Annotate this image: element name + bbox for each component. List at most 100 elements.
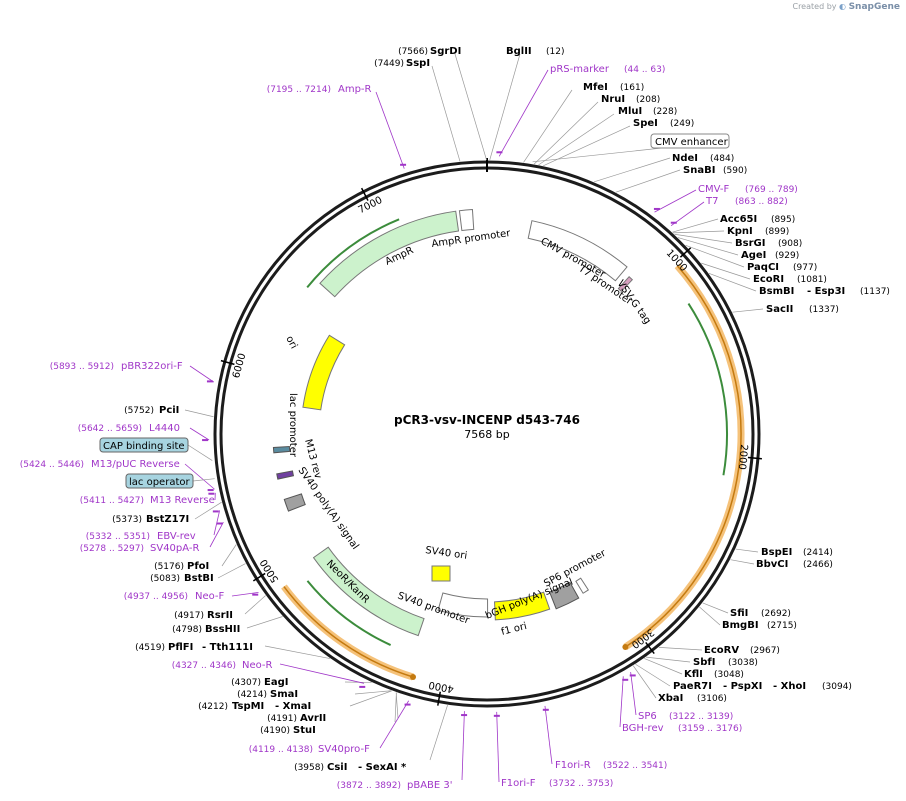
enzyme-bsmbi[interactable]: BsmBI — [759, 286, 794, 297]
enzyme-pflfi[interactable]: PflFI — [168, 642, 193, 653]
box-cap-binding-site[interactable]: CAP binding site — [99, 437, 189, 453]
enzyme-pos-csii: (3958) — [294, 763, 324, 773]
box-cmv-enhancer[interactable]: CMV enhancer — [650, 133, 730, 149]
primer-sp6[interactable]: SP6 — [638, 711, 657, 722]
enzyme-bsrgi[interactable]: BsrGI — [735, 238, 765, 249]
primer-bgh-rev[interactable]: BGH-rev — [622, 723, 664, 734]
feature-cmv-promoter[interactable] — [527, 220, 628, 282]
primer-cmv-f[interactable]: CMV-F — [698, 184, 729, 195]
enzyme-smai[interactable]: SmaI — [270, 689, 298, 700]
enzyme-pos-agei: (929) — [775, 251, 799, 261]
primer-ebv-rev[interactable]: EBV-rev — [157, 531, 196, 542]
enzyme-esp3i[interactable]: - Esp3I — [807, 286, 845, 297]
enzyme-bbvci[interactable]: BbvCI — [756, 559, 788, 570]
enzyme-nrui[interactable]: NruI — [601, 94, 625, 105]
enzyme-pos-bspei: (2414) — [803, 548, 833, 558]
enzyme-rsrii[interactable]: RsrII — [207, 610, 233, 621]
enzyme-pos-mfei: (161) — [620, 83, 644, 93]
enzyme-pcii[interactable]: PciI — [159, 405, 179, 416]
enzyme-pos-kpni: (899) — [765, 227, 789, 237]
enzyme-sfii[interactable]: SfiI — [730, 608, 748, 619]
enzyme-spei[interactable]: SpeI — [633, 118, 658, 129]
feature-vsv-g-tag[interactable] — [617, 275, 634, 293]
primer-leader-line — [461, 711, 465, 781]
enzyme-pfoi[interactable]: PfoI — [187, 561, 209, 572]
feature-sv40-ori[interactable] — [431, 565, 451, 582]
primer-t7[interactable]: T7 — [705, 196, 718, 207]
primer-m13puc-reverse[interactable]: M13/pUC Reverse — [91, 459, 180, 470]
primer-prs-marker[interactable]: pRS-marker — [550, 64, 610, 75]
enzyme-agei[interactable]: AgeI — [741, 250, 766, 261]
feature-ori[interactable] — [302, 334, 346, 411]
orf-line — [306, 218, 400, 289]
feature-lac-promoter[interactable] — [272, 445, 291, 454]
primer-range-pbr322ori-f: (5893 .. 5912) — [50, 362, 114, 372]
enzyme-mlui[interactable]: MluI — [618, 106, 642, 117]
enzyme-xbai[interactable]: XbaI — [658, 693, 683, 704]
enzyme-tspmi[interactable]: TspMI — [232, 701, 264, 712]
feature-sv40-promoter[interactable] — [437, 592, 489, 618]
feature-ampr-promoter[interactable] — [458, 208, 475, 232]
enzyme-bstbi[interactable]: BstBI — [184, 573, 214, 584]
primer-site-mark — [542, 708, 549, 711]
enzyme-csii[interactable]: CsiI — [327, 762, 347, 773]
primer-l4440[interactable]: L4440 — [149, 423, 180, 434]
enzyme-leader-line — [699, 606, 721, 626]
enzyme-acc65i[interactable]: Acc65I — [720, 214, 757, 225]
primer-m13-reverse[interactable]: M13 Reverse — [150, 495, 215, 506]
feature-f1-ori[interactable] — [494, 591, 551, 621]
primer-range-sv40pro-f: (4119 .. 4138) — [249, 745, 313, 755]
enzyme-sspi[interactable]: SspI — [406, 58, 430, 69]
primer-sv40pro-f[interactable]: SV40pro-F — [318, 744, 370, 755]
primer-neo-f[interactable]: Neo-F — [195, 591, 225, 602]
primer-f1ori-f[interactable]: F1ori-F — [501, 778, 536, 789]
feature-sp6-promoter[interactable] — [575, 577, 590, 594]
enzyme-kfli[interactable]: KflI — [684, 669, 703, 680]
primer-f1ori-r[interactable]: F1ori-R — [555, 760, 591, 771]
enzyme-sgrdi[interactable]: SgrDI — [430, 46, 461, 57]
orf-line — [306, 580, 392, 646]
enzyme-bglii[interactable]: BglII — [506, 46, 532, 57]
primer-site-mark — [206, 380, 213, 383]
primer-pbr322ori-f[interactable]: pBR322ori-F — [121, 361, 183, 372]
enzyme-mfei[interactable]: MfeI — [583, 82, 608, 93]
enzyme-sbfi[interactable]: SbfI — [693, 657, 715, 668]
tick-label: 7000 — [357, 195, 385, 216]
primer-sv40pa-r[interactable]: SV40pA-R — [150, 543, 199, 554]
primer-pbabe3[interactable]: pBABE 3' — [407, 780, 453, 791]
enzyme-snabi[interactable]: SnaBI — [683, 165, 715, 176]
feature-sv40-polya[interactable] — [283, 493, 306, 512]
enzyme-xhoi[interactable]: - XhoI — [773, 681, 806, 692]
feature-bgh-polya[interactable] — [548, 581, 580, 610]
enzyme-pspxi[interactable]: - PspXI — [723, 681, 762, 692]
enzyme-paqci[interactable]: PaqCI — [747, 262, 779, 273]
enzyme-ecorv[interactable]: EcoRV — [704, 645, 739, 656]
enzyme-sexai[interactable]: - SexAI * — [358, 762, 407, 773]
feature-m13-rev[interactable] — [276, 470, 295, 480]
enzyme-tth111i[interactable]: - Tth111I — [202, 642, 253, 653]
primer-leader-line — [279, 663, 365, 684]
box-lac-operator[interactable]: lac operator — [125, 473, 194, 489]
enzyme-paer7i[interactable]: PaeR7I — [673, 681, 712, 692]
enzyme-stui[interactable]: StuI — [293, 725, 316, 736]
enzyme-bmgbi[interactable]: BmgBI — [722, 620, 759, 631]
orf-arrowhead — [622, 643, 629, 650]
feature-neor-kanr[interactable] — [312, 546, 425, 637]
enzyme-bsshii[interactable]: BssHII — [205, 624, 240, 635]
primer-amp-r[interactable]: Amp-R — [338, 84, 372, 95]
enzyme-avrii[interactable]: AvrII — [300, 713, 326, 724]
enzyme-leader-line — [730, 559, 755, 565]
enzyme-eagi[interactable]: EagI — [264, 677, 288, 688]
enzyme-pos-bsmbi: (1137) — [860, 287, 890, 297]
enzyme-ecori[interactable]: EcoRI — [753, 274, 784, 285]
primer-neo-r[interactable]: Neo-R — [242, 660, 273, 671]
enzyme-sacii[interactable]: SacII — [766, 304, 793, 315]
enzyme-kpni[interactable]: KpnI — [727, 226, 753, 237]
enzyme-ndei[interactable]: NdeI — [672, 153, 698, 164]
enzyme-bspei[interactable]: BspEI — [761, 547, 792, 558]
primer-range-neo-r: (4327 .. 4346) — [172, 661, 236, 671]
enzyme-bstz17i[interactable]: BstZ17I — [146, 514, 189, 525]
orf-arc-core — [283, 586, 414, 678]
enzyme-xmai[interactable]: - XmaI — [275, 701, 311, 712]
feature-ampr[interactable] — [319, 210, 460, 298]
